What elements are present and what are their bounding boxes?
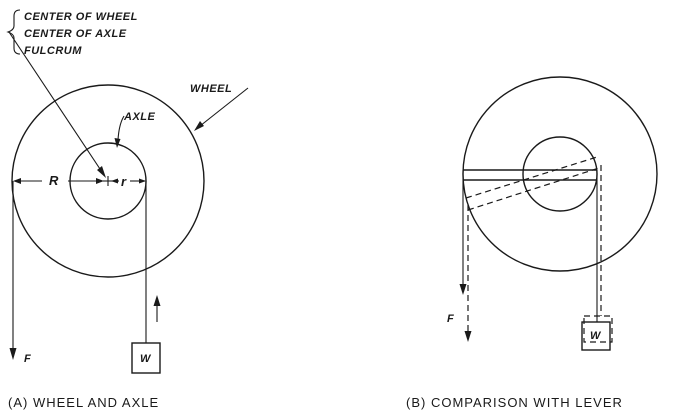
wheel-circle-a (11, 84, 205, 278)
weight-box-a (131, 342, 161, 374)
force-label-a: F (24, 353, 31, 365)
weight-box-b-dashed (583, 315, 613, 343)
callout-leader-arrow (97, 166, 106, 178)
wheel-circle-b (462, 76, 658, 272)
force-arrow-b (459, 284, 467, 295)
force-arrow-b-dashed (464, 331, 472, 342)
small-radius-label: r (121, 174, 127, 189)
figure-a: R r F W CENTER OF WHEEL CENTER OF AXLE F… (6, 9, 249, 374)
axle-leader-arrow (114, 138, 121, 148)
bracket-label-3: FULCRUM (24, 45, 82, 57)
caption-a: (A) WHEEL AND AXLE (8, 395, 159, 410)
wheel-leader-arrow (194, 121, 204, 131)
bracket-label-2: CENTER OF AXLE (24, 28, 127, 40)
axle-leader (117, 115, 125, 141)
small-radius-dimension (111, 178, 146, 184)
wheel-label: WHEEL (190, 83, 232, 95)
weight-label-a: W (140, 353, 152, 365)
force-arrow-a (9, 348, 17, 360)
callout-leader (8, 31, 105, 176)
bracket-label-1: CENTER OF WHEEL (24, 11, 138, 23)
force-label-b: F (447, 313, 454, 325)
callout-bracket (6, 9, 21, 55)
big-radius-dimension (13, 178, 104, 184)
lever-dashed-bottom (467, 167, 600, 211)
caption-b: (B) COMPARISON WITH LEVER (406, 395, 623, 410)
weight-label-b: W (590, 330, 602, 342)
wheel-leader (199, 87, 249, 127)
big-radius-label: R (49, 173, 59, 188)
lever-dashed-top (465, 156, 598, 199)
figure-b: F W (447, 76, 658, 351)
up-arrow-head (153, 295, 161, 306)
axle-label: AXLE (123, 111, 156, 123)
axle-circle-b (522, 136, 598, 212)
weight-box-b (581, 321, 611, 351)
